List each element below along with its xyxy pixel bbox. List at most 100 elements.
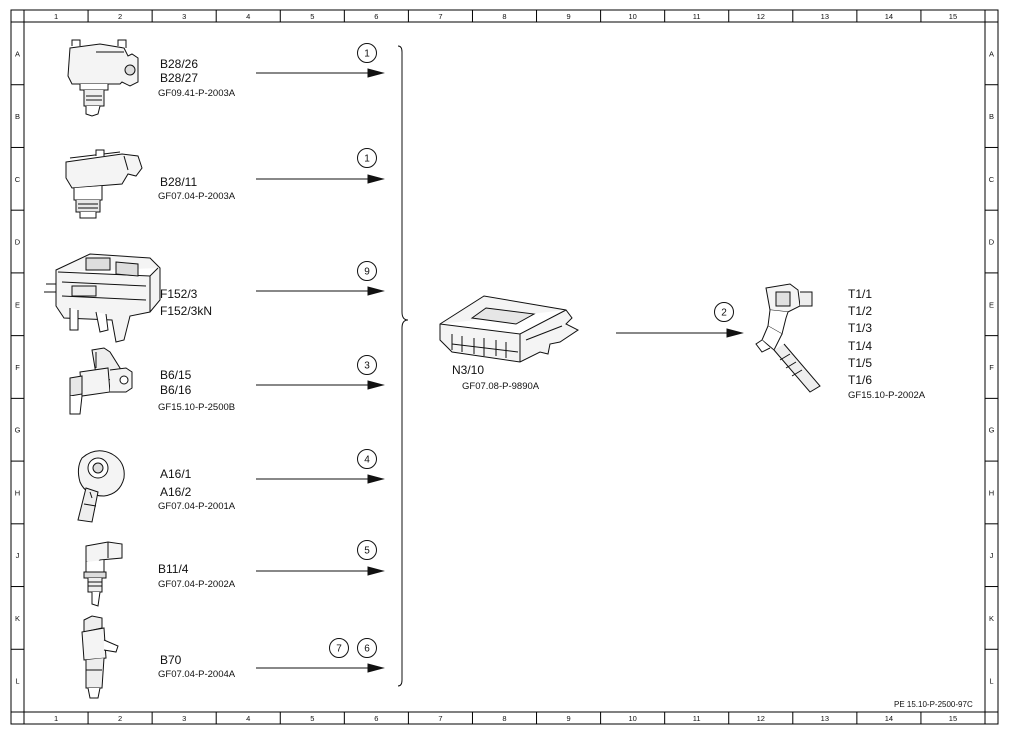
frame-column-label: 10 [628, 714, 636, 723]
reference-circle: 3 [357, 355, 377, 375]
code-label: T1/1 [848, 287, 873, 301]
svg-text:7: 7 [336, 644, 342, 655]
reference-circle: 2 [714, 302, 734, 322]
code-label: B28/27 [160, 71, 199, 85]
frame-row-label: C [989, 175, 995, 184]
code-label: T1/2 [848, 304, 873, 319]
code-label: B11/4 [158, 562, 189, 576]
frame-row-label: K [989, 614, 994, 623]
frame-column-label: 4 [246, 714, 250, 723]
component-codes-fuse-relay: F152/3 F152/3kN [160, 286, 212, 320]
reference-circle: 1 [357, 148, 377, 168]
frame-column-label: 11 [693, 12, 701, 21]
frame-row-label: J [16, 551, 20, 560]
frame-column-label: 7 [438, 12, 442, 21]
component-codes-camshaft-sensor: B6/15 B6/16 [160, 368, 191, 398]
crankshaft-sensor-icon [81, 615, 119, 699]
frame-column-label: 1 [54, 714, 58, 723]
control-unit-ref: GF07.08-P-9890A [462, 381, 540, 392]
camshaft-sensor-icon [69, 347, 133, 415]
code-label: T1/4 [848, 338, 873, 353]
arrow-head [726, 328, 744, 338]
svg-text:6: 6 [364, 644, 370, 655]
frame-column-label: 12 [757, 12, 765, 21]
component-ref-crankshaft-sensor: GF07.04-P-2004A [158, 669, 236, 680]
svg-text:2: 2 [721, 308, 727, 319]
svg-text:5: 5 [364, 546, 370, 557]
output-ref: GF15.10-P-2002A [848, 390, 926, 401]
code-label: B6/16 [160, 383, 192, 397]
temperature-sensor-icon [83, 541, 123, 607]
component-codes-knock-sensor: A16/1 A16/2 [160, 465, 191, 501]
frame-column-label: 11 [693, 714, 701, 723]
frame-row-label: G [989, 426, 995, 435]
frame-row-label: L [989, 677, 993, 686]
code-label: B28/26 [160, 57, 199, 71]
frame-row-label: K [15, 614, 20, 623]
svg-text:1: 1 [364, 154, 370, 165]
frame-row-label: G [15, 426, 21, 435]
frame-column-label: 15 [949, 714, 957, 723]
frame-column-label: 2 [118, 714, 122, 723]
frame-row-label: A [989, 49, 994, 58]
frame-row-label: E [989, 300, 994, 309]
frame-column-label: 6 [374, 12, 378, 21]
input-brace [397, 45, 409, 687]
code-label: F152/3 [160, 287, 198, 301]
arrow-head [367, 566, 385, 576]
component-ref-knock-sensor: GF07.04-P-2001A [158, 501, 236, 512]
frame-row-label: D [15, 238, 21, 247]
code-label: B6/15 [160, 368, 192, 382]
frame-row-label: L [15, 677, 19, 686]
reference-circle: 1 [357, 43, 377, 63]
code-label: T1/6 [848, 373, 873, 388]
frame-column-label: 6 [374, 714, 378, 723]
frame-column-label: 14 [885, 714, 893, 723]
reference-circle: 5 [357, 540, 377, 560]
frame-column-label: 5 [310, 714, 314, 723]
component-codes-map-sensor: B28/26 B28/27 [160, 57, 198, 85]
code-label: T1/5 [848, 355, 873, 370]
frame-column-label: 5 [310, 12, 314, 21]
svg-text:3: 3 [364, 361, 370, 372]
frame-row-label: J [990, 551, 994, 560]
frame-row-label: H [15, 488, 20, 497]
svg-text:9: 9 [364, 267, 370, 278]
fuse-relay-box-icon [44, 253, 161, 343]
frame-row-label: F [989, 363, 994, 372]
code-label: B28/11 [160, 175, 198, 189]
component-codes-crankshaft-sensor: B70 [160, 653, 181, 667]
frame-column-label: 9 [566, 714, 570, 723]
ignition-coil-icon [755, 283, 821, 393]
arrow-head [367, 286, 385, 296]
signal-arrows [256, 68, 744, 673]
component-ref-map-sensor: GF09.41-P-2003A [158, 88, 236, 99]
component-ref-camshaft-sensor: GF15.10-P-2500B [158, 402, 236, 413]
arrow-head [367, 474, 385, 484]
component-ref-pressure-sensor: GF07.04-P-2003A [158, 191, 236, 202]
component-codes-temp-sensor: B11/4 [158, 562, 188, 576]
reference-circle: 9 [357, 261, 377, 281]
svg-text:1: 1 [364, 49, 370, 60]
knock-sensor-icon [77, 450, 125, 523]
code-label: F152/3kN [160, 304, 213, 318]
code-label: A16/1 [160, 467, 192, 481]
frame-column-label: 3 [182, 714, 186, 723]
frame-row-label: A [15, 49, 20, 58]
code-label: T1/3 [848, 321, 873, 336]
pressure-sensor-icon [65, 149, 143, 219]
document-reference: PE 15.10-P-2500-97C [894, 700, 973, 709]
code-label: A16/2 [160, 485, 192, 499]
frame-column-label: 4 [246, 12, 250, 21]
frame-row-label: F [15, 363, 20, 372]
component-codes-pressure-sensor: B28/11 [160, 175, 197, 189]
frame-column-label: 2 [118, 12, 122, 21]
frame-column-label: 9 [566, 12, 570, 21]
frame-column-label: 7 [438, 714, 442, 723]
frame-column-label: 8 [502, 714, 506, 723]
frame-column-label: 12 [757, 714, 765, 723]
control-unit-icon [439, 295, 579, 363]
frame-column-label: 8 [502, 12, 506, 21]
reference-circle: 4 [357, 449, 377, 469]
